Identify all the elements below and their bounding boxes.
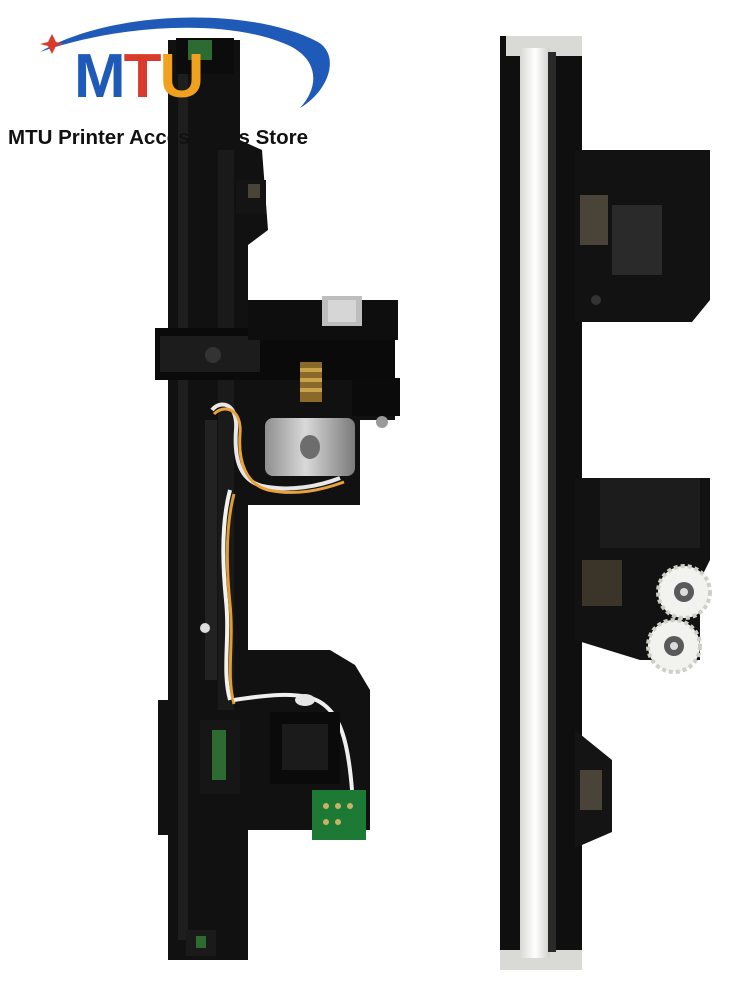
brand-logo: MTU <box>0 0 380 160</box>
logo-letter-m: M <box>74 42 126 111</box>
store-name: MTU Printer Accessories Store <box>8 126 309 149</box>
right-rail-assembly <box>500 36 712 970</box>
logo-swoosh-icon <box>40 17 330 108</box>
logo-letter-u: U <box>159 42 205 111</box>
left-carriage-assembly <box>155 38 400 960</box>
star-icon <box>40 34 64 54</box>
logo-letter-t: T <box>123 42 162 111</box>
logo-letters: MTU <box>74 46 204 108</box>
